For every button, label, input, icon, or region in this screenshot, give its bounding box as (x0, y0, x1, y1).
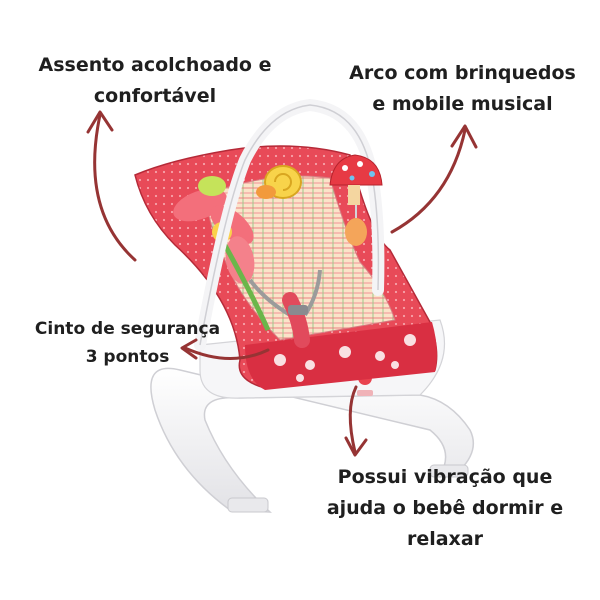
arch-label-line2: e mobile musical (372, 93, 553, 115)
safety-harness (248, 269, 322, 348)
seat-label-line2: confortável (93, 85, 217, 107)
vibration-feature-label: Possui vibração que ajuda o bebê dormir … (300, 462, 590, 555)
arch-feature-label: Arco com brinquedos e mobile musical (340, 58, 585, 120)
vibration-label-line1: Possui vibração que (337, 466, 553, 488)
vibration-label-line2: ajuda o bebê dormir e (326, 497, 564, 519)
arrow-belt-icon (180, 338, 270, 360)
arrow-arch-icon (390, 124, 478, 234)
arrow-vibration-icon (344, 385, 368, 457)
belt-label-line1: Cinto de segurança (34, 319, 221, 339)
seat-feature-label: Assento acolchoado e confortável (30, 50, 280, 112)
mushroom-toy-icon (329, 154, 383, 246)
seat-label-line1: Assento acolchoado e (38, 54, 272, 76)
belt-feature-label: Cinto de segurança 3 pontos (15, 315, 240, 371)
arrow-seat-icon (86, 110, 137, 262)
white-flowers-icon (274, 334, 416, 382)
vibration-label-line3: relaxar (406, 528, 484, 550)
snail-toy-icon (256, 165, 302, 199)
belt-label-line2: 3 pontos (85, 347, 170, 367)
arch-label-line1: Arco com brinquedos (349, 62, 576, 84)
green-toy-icon (198, 176, 226, 196)
toy-arch (194, 98, 385, 351)
